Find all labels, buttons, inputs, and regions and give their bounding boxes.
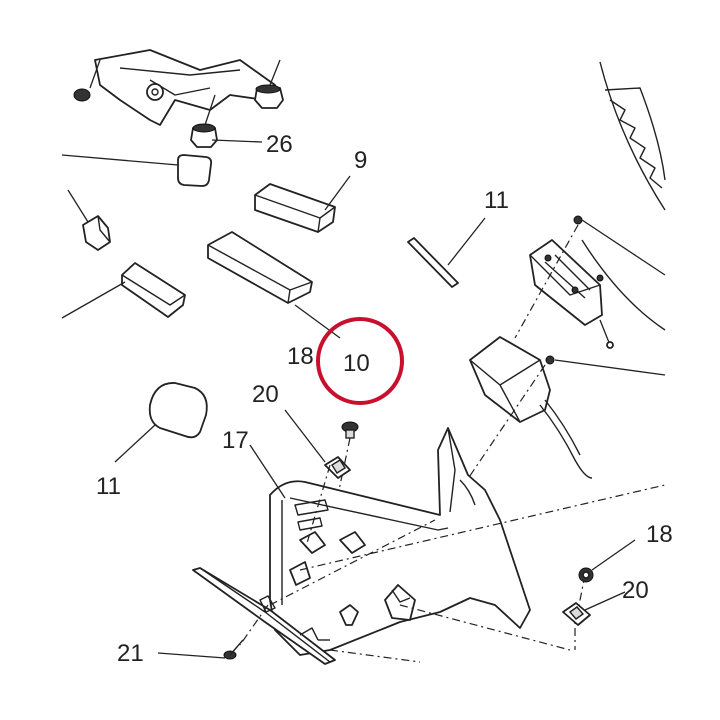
small-pad <box>61 154 213 187</box>
pad-left <box>61 262 186 319</box>
callout-17: 17 <box>222 427 249 454</box>
bolt-18-right <box>578 539 636 583</box>
callout-11-left: 11 <box>96 473 121 500</box>
leader-21 <box>157 652 226 659</box>
top-bracket-assembly <box>73 49 284 148</box>
leader-11-top <box>447 217 486 266</box>
pad-9 <box>254 175 351 233</box>
clip-20-right <box>562 591 626 626</box>
leader-9 <box>324 175 351 211</box>
callout-10: 10 <box>343 350 370 377</box>
leader-10 <box>294 304 341 339</box>
electronic-module <box>514 215 666 349</box>
callout-18-right: 18 <box>646 521 673 548</box>
leader-20-right <box>584 591 626 611</box>
leader-17 <box>249 444 286 499</box>
clip-20-left <box>284 409 351 479</box>
pad-10 <box>207 231 341 339</box>
callout-21: 21 <box>117 640 144 667</box>
leader-11-left <box>114 424 156 463</box>
highlight-ring <box>316 317 404 405</box>
screw-21 <box>157 639 244 660</box>
small-block <box>67 189 111 251</box>
leader-18-right <box>591 539 636 571</box>
leader-26 <box>211 139 263 143</box>
square-pad-11 <box>114 382 208 463</box>
lower-trim-strip <box>192 567 336 665</box>
main-panel-17 <box>249 427 531 656</box>
callout-11-top: 11 <box>484 187 509 214</box>
housing-with-cable <box>439 336 666 521</box>
callout-26: 26 <box>266 131 293 158</box>
strip-11-top <box>407 217 486 288</box>
callout-20-left: 20 <box>252 381 279 408</box>
callout-18-mid: 18 <box>287 343 314 370</box>
callout-20-right: 20 <box>622 577 649 604</box>
callout-9: 9 <box>354 147 367 174</box>
right-fairing-edge <box>581 61 666 331</box>
leader-20-left <box>284 409 326 463</box>
